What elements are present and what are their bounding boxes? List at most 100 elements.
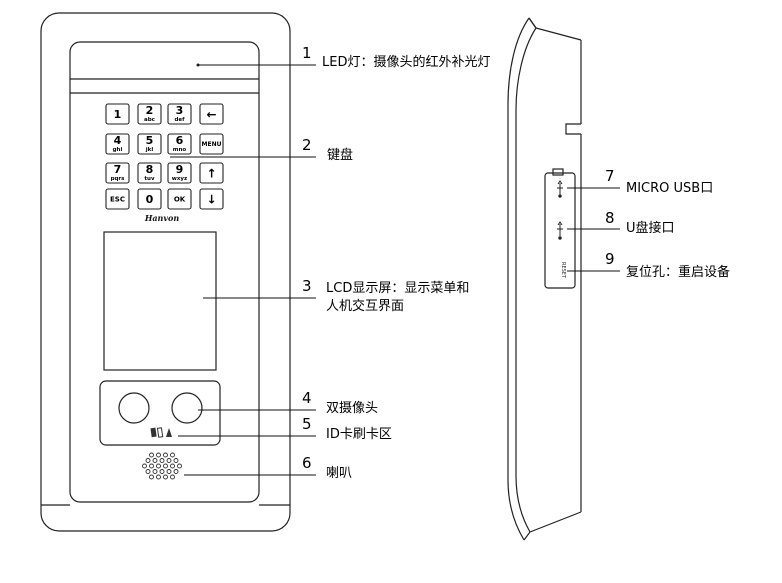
speaker-hole (159, 469, 165, 474)
key-label: ESC (110, 196, 125, 204)
side-top-edge (535, 27, 582, 41)
camera-module (99, 380, 221, 446)
side-bottom-edge (529, 511, 582, 533)
key-outline (105, 103, 130, 125)
callout-label: 双摄像头 (326, 401, 378, 416)
side-outer-front (507, 17, 530, 541)
speaker-grille (142, 452, 182, 480)
key-sublabel: ghi (113, 147, 123, 153)
card-reader-icon (150, 427, 172, 438)
callout-4: 4 双摄像头 (198, 389, 378, 416)
speaker-hole (159, 458, 165, 463)
key-outline (199, 188, 224, 210)
callout-number: 3 (302, 277, 312, 295)
key-label: 8 (146, 163, 154, 176)
key[interactable]: ↓ (199, 188, 224, 210)
key-label: OK (174, 196, 186, 204)
speaker-hole (149, 452, 154, 458)
key-outline (137, 133, 162, 155)
key-label: 3 (176, 104, 184, 117)
key-sublabel: abc (144, 117, 155, 123)
callout-label: LCD显示屏：显示菜单和 (326, 281, 469, 296)
side-port-cover (544, 172, 576, 289)
lcd-screen (103, 231, 217, 371)
speaker-hole (173, 469, 179, 474)
micro-usb-icon (557, 180, 563, 198)
key-outline (167, 162, 192, 184)
speaker-hole (163, 463, 168, 469)
speaker-hole (166, 469, 172, 474)
key[interactable]: 1 (105, 103, 130, 125)
key-label: 6 (176, 134, 184, 147)
key-outline (105, 162, 130, 184)
speaker-hole (145, 458, 151, 463)
camera-left (118, 392, 150, 424)
device-inner-panel (69, 41, 260, 503)
speaker-hole (170, 463, 175, 469)
callout-number: 2 (302, 136, 312, 154)
speaker-hole (170, 452, 175, 458)
callout-label: ID卡刷卡区 (326, 427, 392, 442)
side-view (507, 17, 582, 541)
callout-6: 6 喇叭 (184, 454, 352, 481)
key-outline (137, 188, 162, 210)
speaker-hole (170, 474, 175, 480)
key[interactable]: MENU (199, 133, 224, 155)
speaker-hole (163, 474, 168, 480)
speaker-hole (156, 463, 161, 469)
callout-label: U盘接口 (626, 220, 675, 236)
key-label: 0 (146, 193, 154, 206)
speaker-hole (163, 452, 168, 458)
key[interactable]: ↑ (199, 162, 224, 184)
callout-number: 6 (302, 454, 312, 472)
callout-label: MICRO USB口 (626, 181, 713, 196)
callout-number: 8 (605, 209, 615, 227)
callout-2: 2键盘 (170, 136, 353, 163)
callout-label: 人机交互界面 (326, 298, 404, 314)
key-outline (137, 103, 162, 125)
key-outline (137, 162, 162, 184)
reset-label: RESET (560, 262, 566, 279)
front-view (40, 12, 291, 532)
key-label: 4 (114, 134, 122, 147)
key[interactable]: ← (199, 103, 224, 125)
key-sublabel: mno (173, 147, 187, 153)
callout-label: LED灯：摄像头的红外补光灯 (322, 54, 490, 70)
key-label: 7 (114, 163, 122, 176)
callout-label: 喇叭 (326, 466, 352, 481)
key-outline (167, 133, 192, 155)
speaker-hole (166, 458, 172, 463)
callout-number: 4 (302, 389, 312, 407)
callout-label: 复位孔：重启设备 (626, 264, 730, 280)
callout-number: 5 (302, 415, 312, 433)
brand-logo-text: Hanvon (144, 213, 180, 223)
key[interactable]: OK (167, 188, 192, 210)
speaker-hole (149, 474, 154, 480)
key-outline (105, 133, 130, 155)
key-label: ↑ (206, 166, 216, 180)
key-sublabel: jkl (145, 147, 154, 153)
device-outer-body (40, 12, 291, 532)
callout-number: 1 (302, 44, 312, 62)
key[interactable]: 0 (137, 188, 162, 210)
speaker-hole (149, 463, 154, 469)
key-outline (199, 103, 224, 125)
key-sublabel: wxyz (172, 176, 187, 182)
speaker-hole (152, 469, 158, 474)
key[interactable]: ESC (105, 188, 130, 210)
key-sublabel: def (174, 117, 185, 123)
